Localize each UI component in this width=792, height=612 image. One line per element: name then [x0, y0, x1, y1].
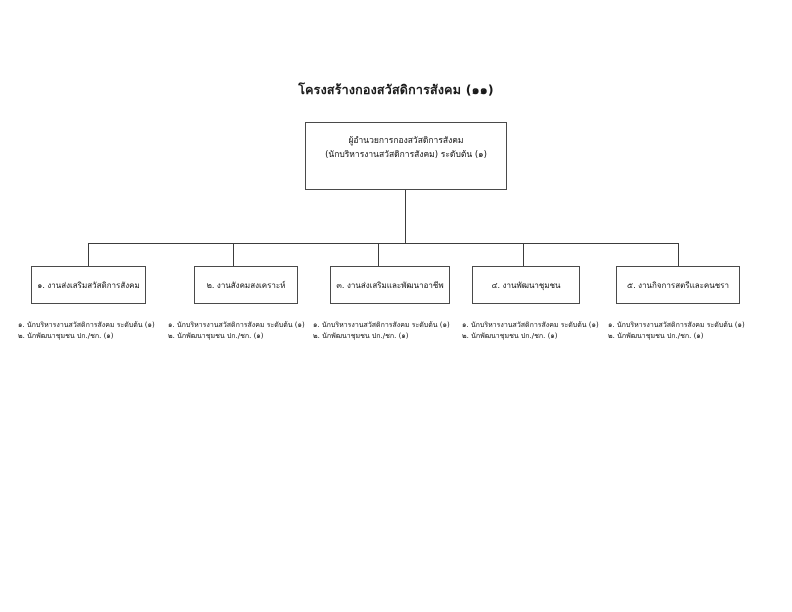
staff-list-division-4: ๑. นักบริหารงานสวัสดิการสังคม ระดับต้น (… — [462, 320, 599, 342]
connector-root-vertical — [405, 190, 406, 243]
org-node-division-3: ๓. งานส่งเสริมและพัฒนาอาชีพ — [330, 266, 450, 304]
staff-list-division-5: ๑. นักบริหารงานสวัสดิการสังคม ระดับต้น (… — [608, 320, 745, 342]
org-node-division-5: ๕. งานกิจการสตรีและคนชรา — [616, 266, 740, 304]
staff-item: ๑. นักบริหารงานสวัสดิการสังคม ระดับต้น (… — [608, 321, 745, 329]
page-title: โครงสร้างกองสวัสดิการสังคม (๑๑) — [298, 82, 494, 97]
org-node-division-4: ๔. งานพัฒนาชุมชน — [472, 266, 580, 304]
staff-item: ๑. นักบริหารงานสวัสดิการสังคม ระดับต้น (… — [168, 321, 305, 329]
division-2-label: ๒. งานสังคมสงเคราะห์ — [206, 280, 286, 290]
staff-item: ๑. นักบริหารงานสวัสดิการสังคม ระดับต้น (… — [313, 321, 450, 329]
connector-horizontal-bus — [88, 243, 678, 244]
staff-list-division-2: ๑. นักบริหารงานสวัสดิการสังคม ระดับต้น (… — [168, 320, 305, 342]
staff-item: ๒. นักพัฒนาชุมชน ปก./ชก. (๑) — [462, 332, 558, 340]
connector-drop-5 — [678, 243, 679, 266]
staff-item: ๒. นักพัฒนาชุมชน ปก./ชก. (๑) — [18, 332, 114, 340]
staff-item: ๑. นักบริหารงานสวัสดิการสังคม ระดับต้น (… — [18, 321, 155, 329]
director-title-line: ผู้อำนวยการกองสวัสดิการสังคม — [348, 136, 464, 146]
connector-drop-4 — [523, 243, 524, 266]
staff-item: ๒. นักพัฒนาชุมชน ปก./ชก. (๑) — [168, 332, 264, 340]
staff-item: ๒. นักพัฒนาชุมชน ปก./ชก. (๑) — [608, 332, 704, 340]
staff-list-division-3: ๑. นักบริหารงานสวัสดิการสังคม ระดับต้น (… — [313, 320, 450, 342]
director-position-line: (นักบริหารงานสวัสดิการสังคม) ระดับต้น (๑… — [325, 150, 487, 160]
division-4-label: ๔. งานพัฒนาชุมชน — [491, 280, 561, 290]
connector-drop-3 — [378, 243, 379, 266]
division-1-label: ๑. งานส่งเสริมสวัสดิการสังคม — [37, 280, 140, 290]
director-text: ผู้อำนวยการกองสวัสดิการสังคม (นักบริหารง… — [325, 134, 487, 162]
connector-drop-1 — [88, 243, 89, 266]
connector-drop-2 — [233, 243, 234, 266]
org-node-division-2: ๒. งานสังคมสงเคราะห์ — [194, 266, 298, 304]
division-3-label: ๓. งานส่งเสริมและพัฒนาอาชีพ — [336, 280, 444, 290]
staff-list-division-1: ๑. นักบริหารงานสวัสดิการสังคม ระดับต้น (… — [18, 320, 155, 342]
staff-item: ๑. นักบริหารงานสวัสดิการสังคม ระดับต้น (… — [462, 321, 599, 329]
staff-item: ๒. นักพัฒนาชุมชน ปก./ชก. (๑) — [313, 332, 409, 340]
org-node-director: ผู้อำนวยการกองสวัสดิการสังคม (นักบริหารง… — [305, 122, 507, 190]
division-5-label: ๕. งานกิจการสตรีและคนชรา — [627, 280, 729, 290]
org-node-division-1: ๑. งานส่งเสริมสวัสดิการสังคม — [31, 266, 146, 304]
